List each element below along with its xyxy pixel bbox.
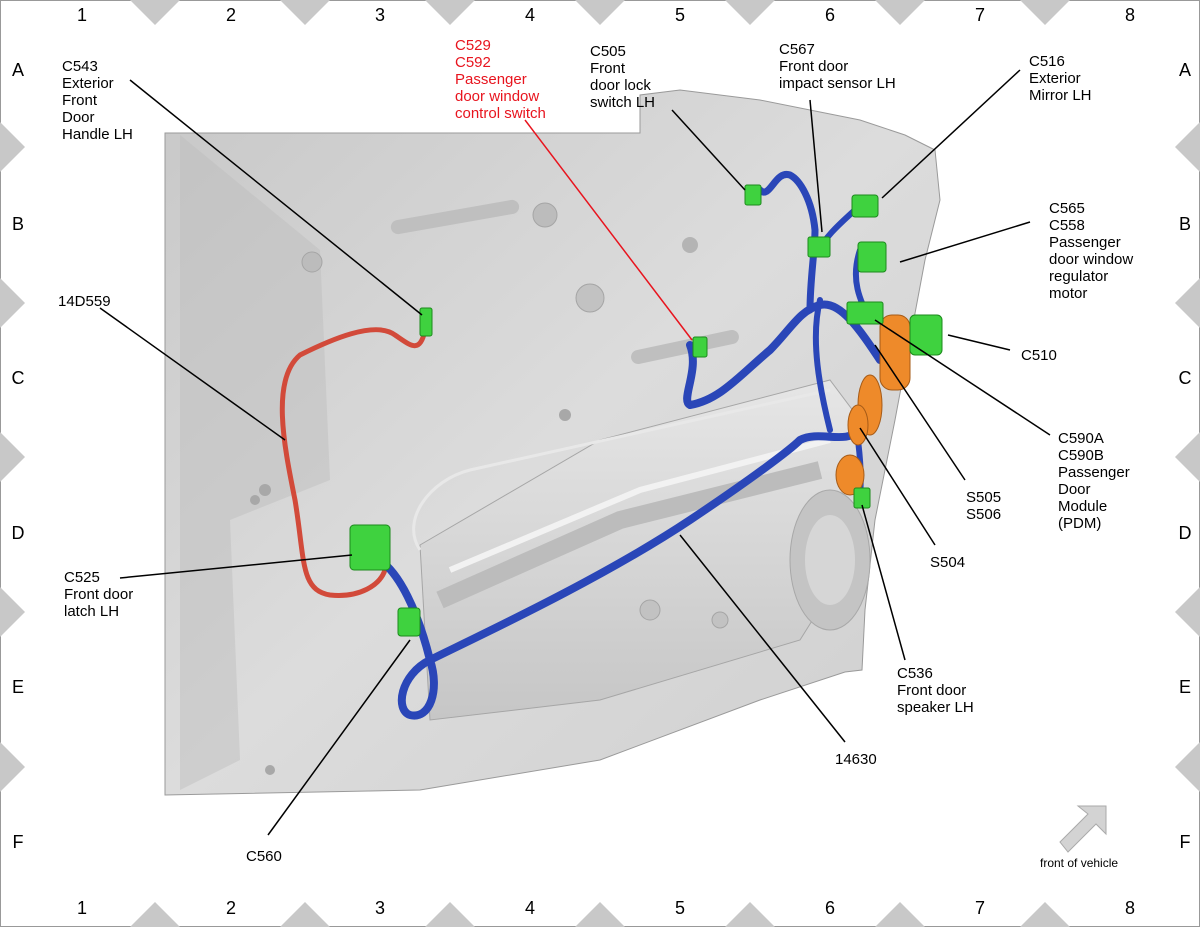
- label-c516: C516 Exterior Mirror LH: [1029, 53, 1092, 104]
- grid-col-top-7: 7: [974, 5, 985, 25]
- label-c567: C567 Front door impact sensor LH: [779, 41, 896, 92]
- label-c560: C560: [246, 848, 282, 865]
- connector-c529: [692, 336, 708, 358]
- grid-row-left-f: F: [12, 832, 24, 852]
- leader-c505: [671, 109, 746, 191]
- label-c543: C543 Exterior Front Door Handle LH: [62, 58, 133, 143]
- grid-col-bottom-1: 1: [76, 898, 87, 918]
- grid-row-right-e: E: [1178, 677, 1191, 697]
- leader-lines: [99, 69, 1051, 836]
- label-c590: C590A C590B Passenger Door Module (PDM): [1058, 430, 1130, 532]
- grid-col-top-4: 4: [524, 5, 535, 25]
- connector-c525: [349, 524, 391, 571]
- grid-markers-right: [1175, 122, 1200, 792]
- leader-c543: [129, 79, 423, 316]
- leader-c567: [809, 99, 823, 233]
- leader-c516: [881, 69, 1021, 199]
- connector-c567: [807, 236, 831, 258]
- leader-c536: [861, 504, 906, 661]
- grid-col-bottom-2: 2: [225, 898, 236, 918]
- label-c565-c558: C565 C558 Passenger door window regulato…: [1049, 200, 1134, 302]
- label-s504: S504: [930, 554, 966, 571]
- leader-s505: [874, 344, 966, 481]
- grid-col-bottom-4: 4: [524, 898, 535, 918]
- grid-row-right-f: F: [1179, 832, 1191, 852]
- label-s505-s506: S505 S506: [966, 489, 1002, 523]
- connector-c510: [909, 314, 943, 356]
- leader-s504: [859, 427, 936, 546]
- connector-c543: [419, 307, 433, 337]
- grid-col-bottom-5: 5: [674, 898, 685, 918]
- leader-c510: [947, 334, 1011, 351]
- leader-c525: [119, 554, 353, 579]
- connector-c536: [853, 487, 871, 509]
- grid-row-left-d: D: [11, 523, 25, 543]
- grid-row-right-b: B: [1178, 214, 1191, 234]
- grid-row-right-a: A: [1178, 60, 1191, 80]
- grid-row-left-b: B: [11, 214, 24, 234]
- grid-col-bottom-8: 8: [1124, 898, 1135, 918]
- leader-14630: [679, 534, 846, 743]
- passenger-door-module: [835, 314, 911, 496]
- grid-row-right-d: D: [1178, 523, 1192, 543]
- leader-c529: [524, 119, 693, 341]
- grid-row-left-c: C: [11, 368, 25, 388]
- front-of-vehicle-label: front of vehicle: [1040, 856, 1119, 870]
- grid-row-left-a: A: [11, 60, 24, 80]
- grid-col-top-1: 1: [76, 5, 87, 25]
- grid-markers-left: [0, 122, 25, 792]
- label-c529-c592: C529 C592 Passenger door window control …: [455, 37, 546, 122]
- grid-markers-top: [130, 0, 1070, 25]
- grid-col-top-3: 3: [374, 5, 385, 25]
- door-panel: [164, 89, 941, 796]
- connector-c565: [857, 241, 887, 273]
- label-14d559: 14D559: [58, 293, 111, 310]
- label-c536: C536 Front door speaker LH: [897, 665, 974, 716]
- connector-c590: [846, 301, 884, 325]
- grid-row-left-e: E: [11, 677, 24, 697]
- grid-col-bottom-3: 3: [374, 898, 385, 918]
- leader-c590: [874, 319, 1051, 436]
- leader-c565: [899, 221, 1031, 263]
- leader-14d559: [99, 307, 286, 441]
- grid-row-right-c: C: [1178, 368, 1192, 388]
- connector-c560: [397, 607, 421, 637]
- grid-col-top-2: 2: [225, 5, 236, 25]
- grid-col-top-6: 6: [824, 5, 835, 25]
- grid-col-top-8: 8: [1124, 5, 1135, 25]
- connector-c516: [851, 194, 879, 218]
- harness-14d559: [279, 327, 428, 598]
- label-14630: 14630: [835, 751, 877, 768]
- diagonal-arrow-icon: [1059, 805, 1107, 853]
- leader-c560: [267, 639, 411, 836]
- label-c510: C510: [1021, 347, 1057, 364]
- connectors: [349, 184, 943, 637]
- label-c505: C505 Front door lock switch LH: [590, 43, 656, 111]
- label-c525: C525 Front door latch LH: [64, 569, 134, 620]
- grid-col-bottom-7: 7: [974, 898, 985, 918]
- connector-c505: [744, 184, 762, 206]
- grid-markers-bottom: [130, 902, 1070, 927]
- grid-col-top-5: 5: [674, 5, 685, 25]
- grid-col-bottom-6: 6: [824, 898, 835, 918]
